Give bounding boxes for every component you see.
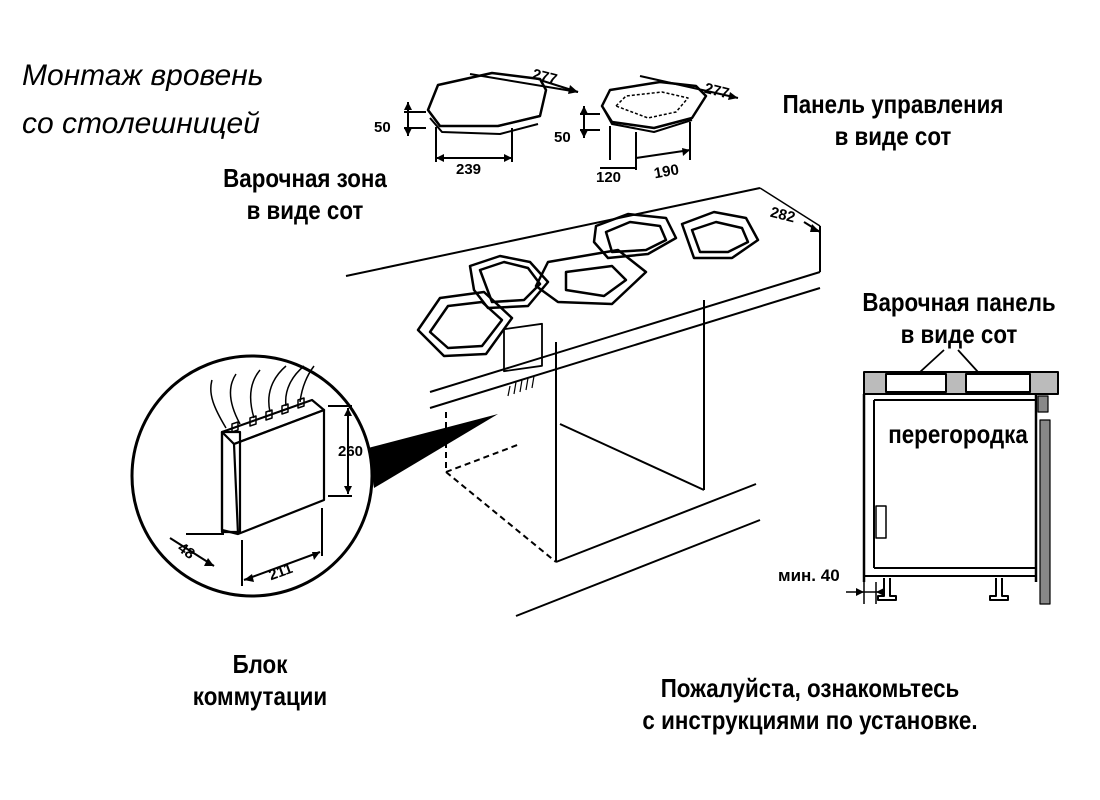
control-panel-module bbox=[580, 75, 739, 170]
dim-zone-height: 50 bbox=[374, 119, 391, 136]
dim-panel-offset: 120 bbox=[596, 169, 621, 186]
instructions-note-line-1: Пожалуйста, ознакомьтесь bbox=[660, 673, 960, 703]
hob-label-line-1: Варочная панель bbox=[862, 287, 1056, 317]
dimension-arrows bbox=[204, 85, 884, 596]
control-panel-label-line-1: Панель управления bbox=[782, 89, 1004, 119]
dim-panel-depth: 190 bbox=[653, 161, 681, 182]
switch-block bbox=[210, 365, 326, 536]
dim-block-depth: 48 bbox=[174, 539, 197, 562]
cooking-zone-label: Варочная зона в виде сот bbox=[198, 162, 413, 226]
switch-block-label-line-2: коммутации bbox=[192, 681, 328, 711]
control-panel-label: Панель управления в виде сот bbox=[760, 88, 1027, 152]
partition-label: перегородка bbox=[888, 419, 1028, 449]
dim-counter-depth: 282 bbox=[768, 204, 796, 227]
dim-zone-depth: 239 bbox=[456, 161, 481, 178]
honeycomb-cutouts bbox=[416, 210, 760, 358]
dim-panel-height: 50 bbox=[554, 129, 571, 146]
switch-block-magnifier bbox=[130, 354, 498, 598]
cooking-zone-label-line-1: Варочная зона bbox=[223, 163, 387, 193]
title-line-1: Монтаж вровень bbox=[22, 59, 264, 92]
hob-label-line-2: в виде сот bbox=[900, 319, 1018, 349]
instructions-note: Пожалуйста, ознакомьтесь с инструкциями … bbox=[595, 672, 1025, 736]
dim-panel-width: 277 bbox=[702, 80, 730, 103]
cooking-zone-label-line-2: в виде сот bbox=[246, 195, 364, 225]
dim-zone-width: 277 bbox=[530, 66, 558, 89]
title-line-2: со столешницей bbox=[22, 107, 260, 140]
switch-block-label-line-1: Блок bbox=[232, 649, 288, 679]
cabinet bbox=[445, 300, 761, 617]
hob-label: Варочная панель в виде сот bbox=[843, 286, 1075, 350]
control-panel-label-line-2: в виде сот bbox=[834, 121, 952, 151]
min-gap-label: мин. 40 bbox=[778, 566, 840, 585]
switch-block-label: Блок коммутации bbox=[157, 648, 363, 712]
dim-block-height: 260 bbox=[338, 443, 363, 460]
hob-cross-section bbox=[846, 349, 1059, 605]
instructions-note-line-2: с инструкциями по установке. bbox=[642, 705, 978, 735]
